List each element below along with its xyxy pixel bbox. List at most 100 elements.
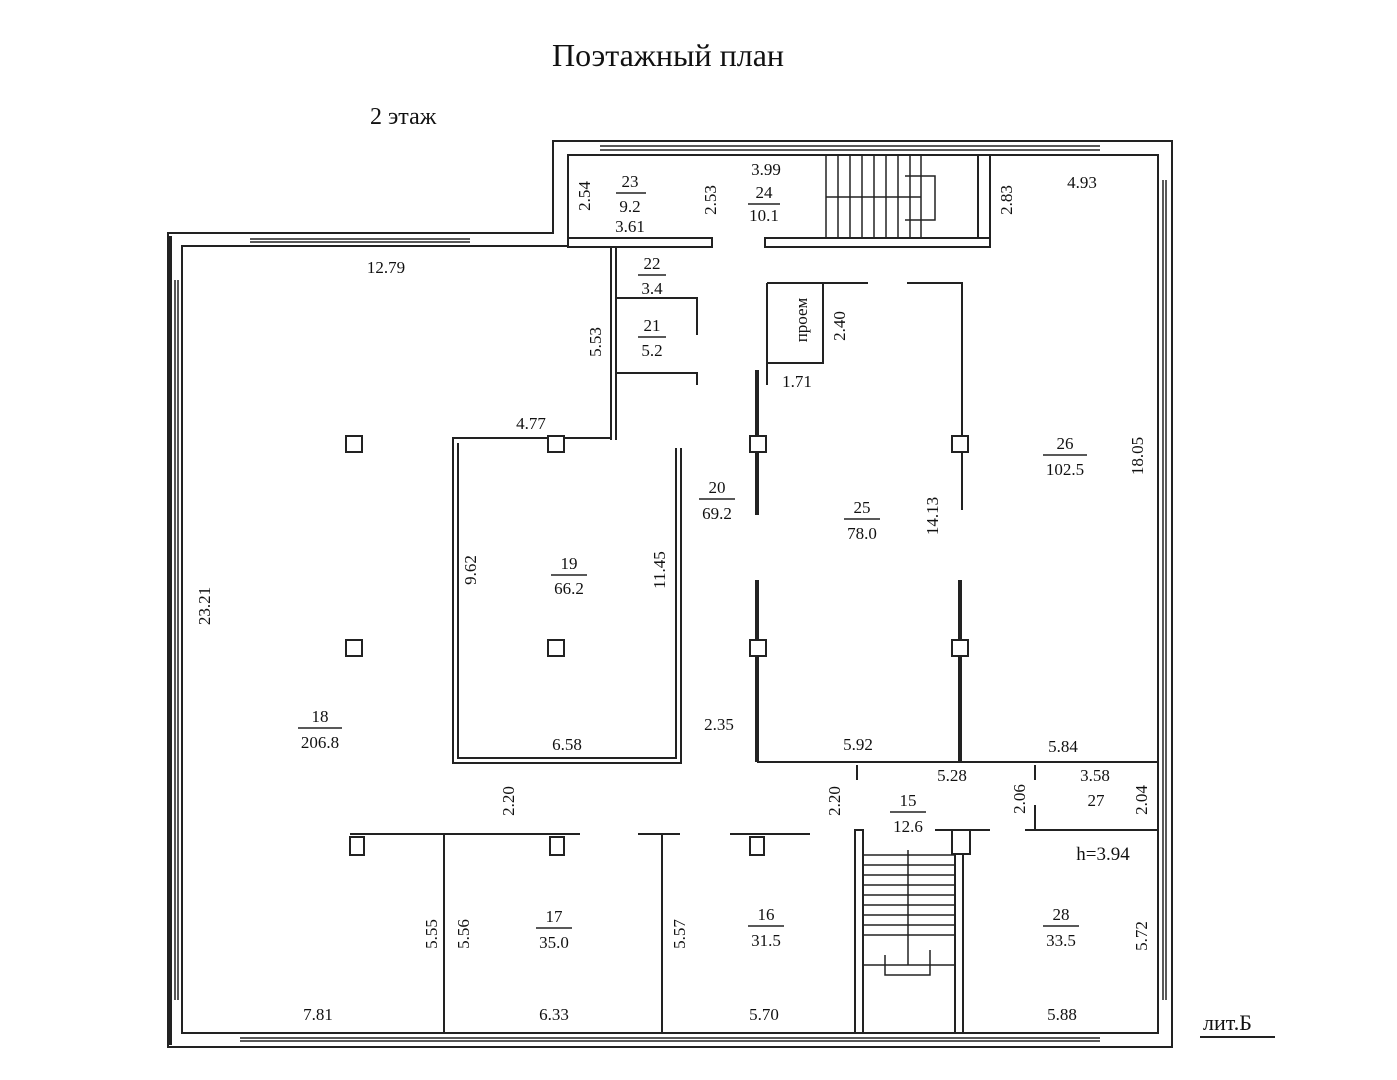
plan-text: 69.2 xyxy=(702,504,732,523)
dimension-labels: 12.79 2.54 3.61 2.53 3.99 2.83 4.93 5.53… xyxy=(195,160,1151,1024)
plan-text: 14.13 xyxy=(923,497,942,535)
plan-mark xyxy=(907,282,963,510)
columns xyxy=(345,435,971,856)
plan-text: 4.93 xyxy=(1067,173,1097,192)
plan-text: 5.88 xyxy=(1047,1005,1077,1024)
plan-text: 5.84 xyxy=(1048,737,1078,756)
plan-text: 21 xyxy=(644,316,661,335)
plan-text: 3.4 xyxy=(641,279,663,298)
plan-text: 2.04 xyxy=(1132,785,1151,815)
plan-text: 4.77 xyxy=(516,414,546,433)
plan-text: 5.70 xyxy=(749,1005,779,1024)
plan-text: 17 xyxy=(546,907,564,926)
plan-text: 22 xyxy=(644,254,661,273)
plan-text: 35.0 xyxy=(539,933,569,952)
height-note: h=3.94 xyxy=(1076,844,1130,865)
plan-text: 3.58 xyxy=(1080,766,1110,785)
plan-text: 16 xyxy=(758,905,775,924)
plan-text: 28 xyxy=(1053,905,1070,924)
plan-text: 12.79 xyxy=(367,258,405,277)
plan-text: 20 xyxy=(709,478,726,497)
room-20: 20 69.2 xyxy=(699,478,735,523)
plan-text: 2.40 xyxy=(830,311,849,341)
plan-mark xyxy=(457,443,677,759)
plan-text: 6.33 xyxy=(539,1005,569,1024)
plan-text: 78.0 xyxy=(847,524,877,543)
plan-text: 1.71 xyxy=(782,372,812,391)
outer-walls xyxy=(167,140,1173,1048)
plan-text: 66.2 xyxy=(554,579,584,598)
plan-mark xyxy=(547,435,565,453)
room-17: 17 35.0 xyxy=(536,907,572,952)
plan-mark xyxy=(954,829,964,1034)
plan-text: 2.83 xyxy=(997,185,1016,215)
plan-text: 25 xyxy=(854,498,871,517)
plan-text: 33.5 xyxy=(1046,931,1076,950)
plan-text: 5.53 xyxy=(586,327,605,357)
stairs-top xyxy=(825,154,936,239)
plan-text: 23.21 xyxy=(195,587,214,625)
room-15: 15 12.6 xyxy=(890,791,926,836)
plan-text: 11.45 xyxy=(650,551,669,589)
plan-text: 5.28 xyxy=(937,766,967,785)
plan-mark xyxy=(854,829,864,1034)
plan-text: 206.8 xyxy=(301,733,339,752)
plan-mark xyxy=(749,836,765,856)
plan-mark xyxy=(951,435,969,453)
plan-mark xyxy=(181,154,1159,1034)
room-24: 24 10.1 xyxy=(748,183,780,225)
plan-text: 5.2 xyxy=(641,341,662,360)
room-28: 28 33.5 xyxy=(1043,905,1079,950)
plan-text: 18 xyxy=(312,707,329,726)
plan-text: 10.1 xyxy=(749,206,779,225)
plan-mark xyxy=(547,639,565,657)
plan-mark xyxy=(167,140,1173,1048)
room-18: 18 206.8 xyxy=(298,707,342,752)
plan-mark xyxy=(549,836,565,856)
plan-mark xyxy=(567,237,713,248)
plan-title: Поэтажный план xyxy=(552,37,784,73)
plan-text: 24 xyxy=(756,183,774,202)
plan-mark xyxy=(616,297,698,335)
plan-text: 5.55 xyxy=(422,919,441,949)
floor-label: 2 этаж xyxy=(370,104,437,130)
plan-text: 6.58 xyxy=(552,735,582,754)
windows xyxy=(174,145,1167,1042)
plan-text: 5.72 xyxy=(1132,921,1151,951)
plan-mark xyxy=(749,639,767,657)
plan-text: 7.81 xyxy=(303,1005,333,1024)
room-21: 215.2 xyxy=(638,316,666,360)
room-19: 19 66.2 xyxy=(551,554,587,598)
plan-text: 9.2 xyxy=(619,197,640,216)
plan-mark xyxy=(452,437,682,764)
opening-label: проем xyxy=(792,297,811,342)
plan-mark xyxy=(884,950,931,976)
plan-text: 12.6 xyxy=(893,817,923,836)
building-label: лит.Б xyxy=(1203,1010,1252,1035)
room-25: 25 78.0 xyxy=(844,498,880,543)
plan-mark xyxy=(951,829,971,855)
plan-text: 5.56 xyxy=(454,919,473,949)
plan-text: 2.06 xyxy=(1010,784,1029,814)
plan-text: 15 xyxy=(900,791,917,810)
plan-mark xyxy=(349,836,365,856)
plan-mark xyxy=(766,282,824,385)
plan-mark xyxy=(951,639,969,657)
plan-text: 5.57 xyxy=(670,919,689,949)
stairs-bottom xyxy=(863,850,955,976)
plan-text: 3.99 xyxy=(751,160,781,179)
room-22: 223.4 xyxy=(638,254,666,298)
plan-text: 27 xyxy=(1088,791,1106,810)
plan-text: 18.05 xyxy=(1128,437,1147,475)
plan-text: 3.61 xyxy=(615,217,645,236)
plan-text: 2.20 xyxy=(825,786,844,816)
plan-text: 2.20 xyxy=(499,786,518,816)
plan-text: 2.54 xyxy=(575,181,594,211)
plan-text: 19 xyxy=(561,554,578,573)
plan-mark xyxy=(749,435,767,453)
plan-text: 5.92 xyxy=(843,735,873,754)
plan-text: 102.5 xyxy=(1046,460,1084,479)
